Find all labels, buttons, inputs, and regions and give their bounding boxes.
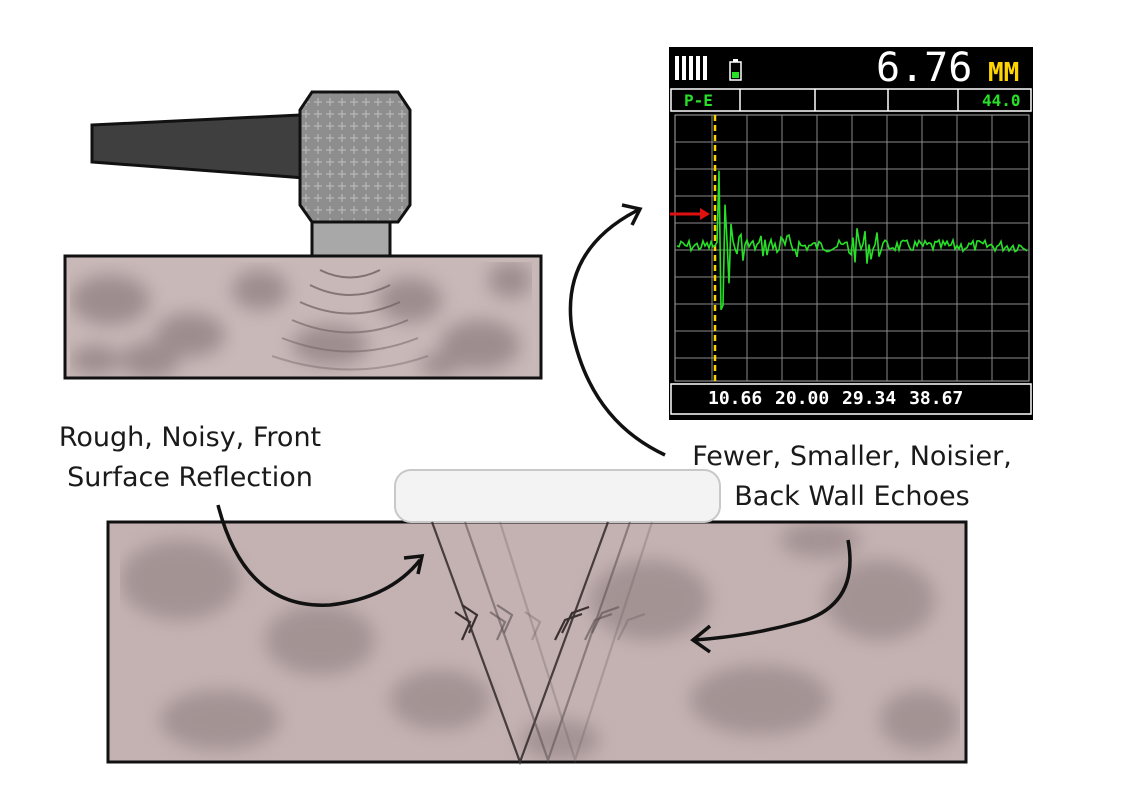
beam-direction-chevrons [454, 604, 646, 641]
transducer-housing [298, 90, 412, 224]
transducer-face [310, 220, 392, 258]
front-surface-label-line2: Surface Reflection [67, 462, 313, 493]
a-scan-waveform [676, 170, 1028, 311]
back-wall-label: Fewer, Smaller, Noisier, Back Wall Echoe… [672, 437, 1032, 517]
battery-icon [729, 59, 742, 81]
axis-tick-labels: 10.66 20.00 29.34 38.67 [708, 388, 964, 409]
thickness-unit: MM [988, 58, 1020, 88]
arrow-to-screen [568, 208, 666, 457]
threshold-marker [670, 208, 710, 220]
arrow-front-surface [216, 504, 422, 607]
front-surface-label-line1: Rough, Noisy, Front [58, 422, 322, 453]
probe-shoe [394, 469, 721, 523]
thickness-reading: 6.76 [876, 45, 973, 91]
ultrasonic-transducer [90, 90, 412, 258]
gain-readout: 44.0 [982, 91, 1021, 110]
arrow-back-wall [694, 539, 852, 642]
sound-wave-arcs [271, 269, 429, 371]
bottom-material-block [106, 520, 968, 764]
beam-paths [430, 521, 654, 766]
top-material-block [63, 254, 543, 380]
transducer-cable [90, 113, 313, 180]
back-wall-label-line2: Back Wall Echoes [734, 481, 970, 512]
back-wall-label-line1: Fewer, Smaller, Noisier, [692, 441, 1012, 472]
screen-grid [675, 115, 1029, 381]
front-surface-label: Rough, Noisy, Front Surface Reflection [30, 418, 350, 498]
gauge-screen [669, 47, 1033, 420]
mode-indicator: P-E [684, 91, 713, 110]
signal-strength-icon [675, 56, 707, 80]
